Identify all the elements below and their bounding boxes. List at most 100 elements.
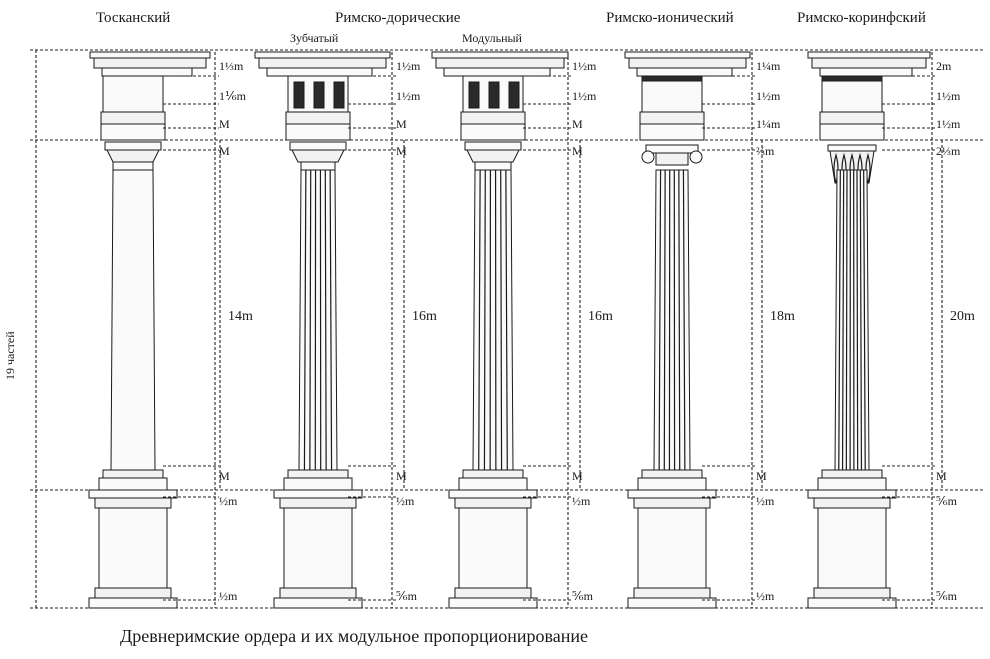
shaft-height-label: 18m (770, 309, 795, 324)
shaft-height-label: 20m (950, 309, 975, 324)
cornice-lower (443, 67, 551, 77)
cornice (258, 57, 387, 69)
flute (682, 169, 686, 471)
pedestal-cap (94, 497, 172, 509)
cornice (628, 57, 747, 69)
order-title-tuscan: Тосканский (96, 10, 170, 26)
architrave-lower (285, 123, 351, 141)
dimension-label: M (396, 117, 407, 131)
dimension-label: ½m (572, 494, 591, 508)
dimension-label: 1¼m (756, 117, 781, 131)
shaft-height-label: 16m (588, 309, 613, 324)
column-base-plinth (637, 477, 707, 491)
pedestal-cap (813, 497, 891, 509)
column-base-torus (641, 469, 703, 479)
architrave (285, 111, 351, 125)
dimension-label: ½m (219, 494, 238, 508)
cornice-top (254, 51, 391, 59)
shaft-height-label: 16m (412, 309, 437, 324)
cornice-top (431, 51, 569, 59)
pedestal-base (813, 587, 891, 599)
dimension-label: M (219, 144, 230, 158)
capital-echinus (106, 149, 160, 163)
pedestal-die (458, 507, 528, 589)
flute (678, 169, 681, 471)
dimension-label: M (219, 469, 230, 483)
pedestal-plinth (627, 597, 717, 609)
dimension-label: 1⅓m (219, 59, 244, 73)
pedestal-cap (279, 497, 357, 509)
dentil-band (821, 75, 883, 82)
column-base-plinth (283, 477, 353, 491)
cornice-top (624, 51, 751, 59)
cornice-lower (636, 67, 733, 77)
column-base-torus (287, 469, 349, 479)
order-title-corinthian: Римско-коринфский (797, 10, 926, 26)
flute (838, 169, 841, 471)
dimension-label: ⅔m (756, 144, 775, 158)
dimension-label: 1⅙m (219, 89, 247, 103)
capital-echinus (466, 149, 520, 163)
dimension-label: ⅚m (396, 589, 418, 603)
dimension-label: 1½m (572, 59, 597, 73)
column-base-plinth (817, 477, 887, 491)
capital-abacus (289, 141, 347, 151)
flute (859, 169, 863, 471)
architrave (819, 111, 885, 125)
frieze (641, 75, 703, 113)
flute (663, 169, 666, 471)
pedestal-plinth (807, 597, 897, 609)
capital-echinus (291, 149, 345, 163)
figure-caption: Древнеримские ордера и их модульное проп… (120, 626, 588, 646)
order-subtitle-modular: Модульный (462, 31, 523, 45)
column-shaft (110, 169, 156, 471)
cornice (93, 57, 207, 69)
dimension-label: 1¼m (756, 59, 781, 73)
dimension-label: 1½m (572, 89, 597, 103)
cornice (435, 57, 565, 69)
dimension-label: M (396, 144, 407, 158)
triglyph (293, 81, 305, 109)
cornice-lower (101, 67, 193, 77)
capital-abacus (464, 141, 522, 151)
flute (324, 169, 327, 471)
flute (329, 169, 333, 471)
triglyph (508, 81, 520, 109)
capital-echinus (655, 152, 689, 166)
triglyph (313, 81, 325, 109)
dimension-label: M (396, 469, 407, 483)
flute (841, 169, 845, 471)
dimension-label: ⅚m (936, 494, 958, 508)
flute (856, 169, 859, 471)
pedestal-base (633, 587, 711, 599)
column-base-torus (821, 469, 883, 479)
dimension-label: M (572, 144, 583, 158)
pedestal-plinth (88, 597, 178, 609)
pedestal-cap (633, 497, 711, 509)
flute (478, 169, 481, 471)
capital-abacus (645, 144, 699, 154)
flute (483, 169, 486, 471)
cornice (811, 57, 927, 69)
capital-neck (300, 161, 336, 171)
pedestal-base (279, 587, 357, 599)
volute-left (641, 150, 655, 164)
side-label: 19 частей (3, 331, 17, 380)
order-title-doric: Римско-дорические (335, 10, 461, 26)
dimension-label: 2⅓m (936, 144, 961, 158)
architrave-lower (460, 123, 526, 141)
dimension-label: ½m (396, 494, 415, 508)
pedestal-plinth (273, 597, 363, 609)
dimension-label: ½m (756, 589, 775, 603)
dimension-label: ½m (219, 589, 238, 603)
order-subtitle-dentil: Зубчатый (290, 31, 339, 45)
architrave-lower (100, 123, 166, 141)
frieze (821, 75, 883, 113)
dimension-label: ½m (756, 494, 775, 508)
flute (845, 169, 848, 471)
cornice-top (807, 51, 931, 59)
pedestal-base (94, 587, 172, 599)
